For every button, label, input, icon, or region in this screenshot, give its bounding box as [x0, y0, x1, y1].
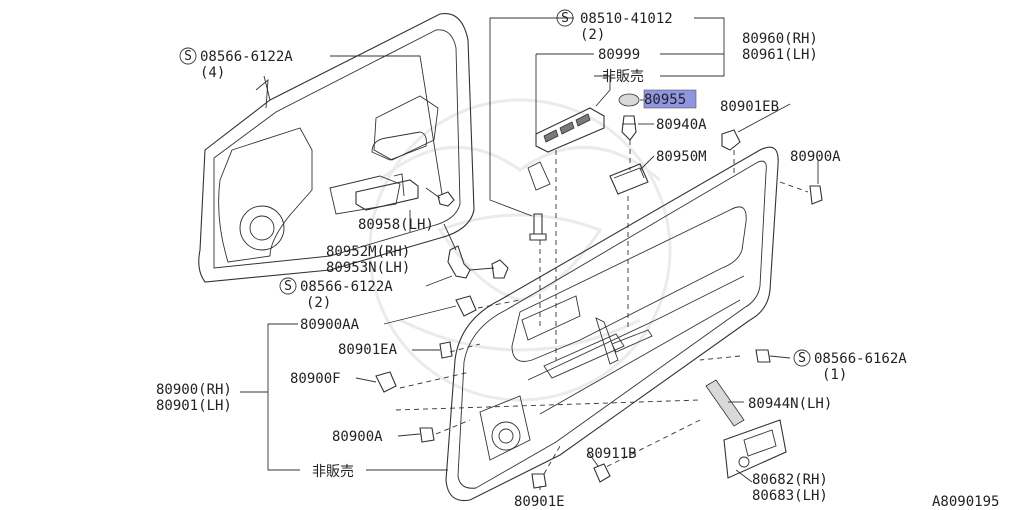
- label-08510-41012[interactable]: 08510-41012: [580, 11, 673, 27]
- label-08566-6122a-top-qty: (4): [200, 65, 225, 81]
- label-80950m[interactable]: 80950M: [656, 149, 707, 165]
- part-80901eb-clip: [721, 129, 741, 151]
- label-80960-rh[interactable]: 80960(RH): [742, 31, 818, 47]
- label-08566-6122a-mid-qty: (2): [306, 295, 331, 311]
- part-08566-6162a-screw: [755, 349, 771, 363]
- screw-08510-bolt: [529, 213, 547, 241]
- label-08510-qty: (2): [580, 27, 605, 43]
- label-80901-lh[interactable]: 80901(LH): [156, 398, 232, 414]
- screw-bolt-upper: [425, 187, 455, 207]
- label-not-sold-bottom: 非販売: [312, 464, 354, 480]
- part-80999-switch-bezel: [527, 107, 605, 191]
- screw-symbol-text: S: [284, 279, 292, 294]
- label-80940a[interactable]: 80940A: [656, 117, 707, 133]
- screw-symbol-icon: [279, 277, 297, 295]
- label-08566-6162a-qty: (1): [822, 367, 847, 383]
- label-80999[interactable]: 80999: [598, 47, 640, 63]
- part-80955-cap: [618, 93, 640, 107]
- watermark-emblem: [368, 98, 672, 402]
- screw-symbol-text: S: [798, 351, 806, 366]
- label-80683-lh[interactable]: 80683(LH): [752, 488, 828, 504]
- label-80900-rh[interactable]: 80900(RH): [156, 382, 232, 398]
- label-not-sold-top: 非販売: [602, 69, 644, 85]
- part-80952m-bracket: [355, 173, 419, 232]
- screw-symbol-icon: [179, 47, 197, 65]
- part-80940a-clip: [621, 115, 637, 141]
- door-trim-main: [445, 146, 779, 502]
- part-80900f-clip: [375, 371, 397, 393]
- label-80958-lh[interactable]: 80958(LH): [358, 217, 434, 233]
- part-80944n-strip: [705, 379, 745, 427]
- part-80682-handle-cup: [723, 419, 787, 479]
- label-80901ea[interactable]: 80901EA: [338, 342, 398, 358]
- part-80900a-right-clip: [779, 181, 823, 205]
- screw-symbol-text: S: [561, 11, 569, 26]
- part-80901e-clip: [531, 473, 547, 489]
- part-80950m-cup: [609, 163, 649, 195]
- label-80900f[interactable]: 80900F: [290, 371, 341, 387]
- label-80961-lh[interactable]: 80961(LH): [742, 47, 818, 63]
- label-80900a-right[interactable]: 80900A: [790, 149, 841, 165]
- diagram-id: A8090195: [932, 494, 999, 510]
- part-labels: 08510-41012 (2) 80960(RH) 80961(LH) 8099…: [156, 11, 999, 510]
- label-80955[interactable]: 80955: [644, 92, 686, 108]
- leader-lines: [240, 17, 819, 490]
- assembly-dashed-lines: [395, 140, 741, 475]
- label-80901eb[interactable]: 80901EB: [720, 99, 779, 115]
- label-80952m-rh[interactable]: 80952M(RH): [326, 244, 410, 260]
- label-80911b[interactable]: 80911B: [586, 446, 637, 462]
- part-80900aa-clip: [455, 295, 477, 317]
- part-80900a-left-clip: [419, 427, 435, 443]
- label-80901e[interactable]: 80901E: [514, 494, 565, 510]
- screw-symbol-text: S: [184, 49, 192, 64]
- part-80911b-clip: [593, 463, 611, 483]
- label-08566-6122a-top[interactable]: 08566-6122A: [200, 49, 293, 65]
- label-80682-rh[interactable]: 80682(RH): [752, 472, 828, 488]
- label-80900a-left[interactable]: 80900A: [332, 429, 383, 445]
- screw-symbol-icon: [793, 349, 811, 367]
- part-80958-clip: [447, 245, 509, 279]
- screw-symbol-group: S S S S: [179, 9, 811, 367]
- label-08566-6162a[interactable]: 08566-6162A: [814, 351, 907, 367]
- label-80944n-lh[interactable]: 80944N(LH): [748, 396, 832, 412]
- inner-door-panel: [198, 12, 475, 283]
- part-80901ea-clip: [439, 341, 453, 359]
- screw-symbol-icon: [556, 9, 574, 27]
- label-80900aa[interactable]: 80900AA: [300, 317, 360, 333]
- label-08566-6122a-mid[interactable]: 08566-6122A: [300, 279, 393, 295]
- label-80953n-lh[interactable]: 80953N(LH): [326, 260, 410, 276]
- highlight-box-80955: [643, 89, 697, 109]
